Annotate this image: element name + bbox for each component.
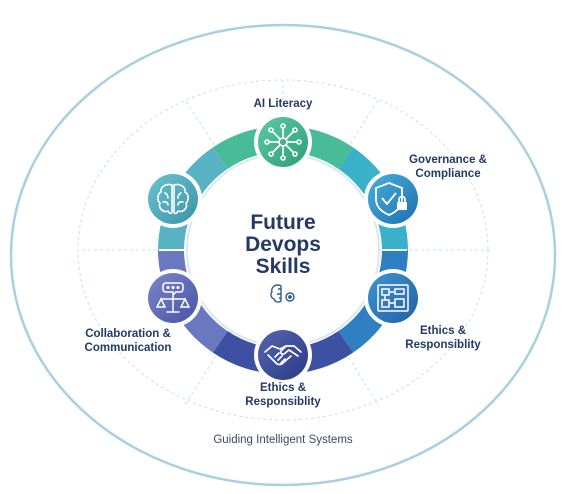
handshake-icon bbox=[264, 345, 302, 366]
node-governance-compliance[interactable] bbox=[364, 170, 422, 228]
outer-ring bbox=[9, 23, 557, 487]
label-ethics-bottom: Ethics & Responsiblity bbox=[245, 382, 321, 408]
label-collaboration: Collaboration & Communication bbox=[84, 328, 172, 354]
brain-icon bbox=[157, 183, 189, 215]
center-title-line-1: Future bbox=[250, 211, 316, 234]
center-title: Future Devops Skills bbox=[213, 212, 353, 278]
node-ethics-bottom[interactable] bbox=[254, 326, 312, 384]
neural-network-icon bbox=[264, 123, 302, 161]
label-governance-compliance: Governance & Compliance bbox=[409, 154, 487, 180]
label-ai-literacy: AI Literacy bbox=[253, 98, 313, 110]
center-title-line-2: Devops bbox=[245, 233, 321, 256]
node-ethics-right[interactable] bbox=[364, 269, 422, 327]
node-brain[interactable] bbox=[144, 170, 202, 228]
footer-caption: Guiding Intelligent Systems bbox=[213, 434, 353, 446]
scales-chat-icon bbox=[155, 282, 191, 313]
label-ethics-right: Ethics & Responsiblity bbox=[405, 325, 481, 351]
center-title-line-3: Skills bbox=[255, 255, 311, 278]
node-collaboration[interactable] bbox=[144, 269, 202, 327]
blueprint-diagram-icon bbox=[377, 284, 409, 312]
node-ai-literacy[interactable] bbox=[254, 113, 312, 171]
shield-lock-icon bbox=[375, 182, 407, 216]
brain-gear-icon bbox=[270, 284, 295, 303]
